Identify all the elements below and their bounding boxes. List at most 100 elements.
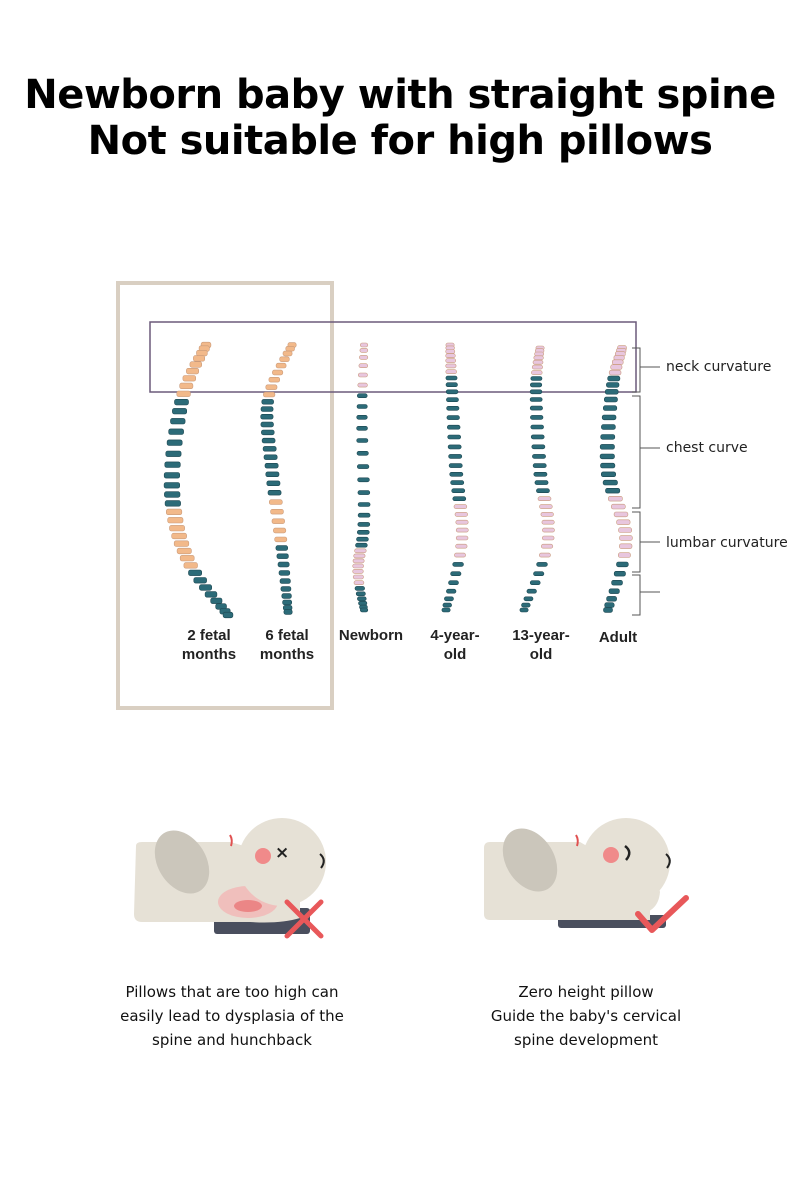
vertebra [529, 397, 543, 402]
vertebra [605, 488, 621, 494]
vertebra [170, 418, 186, 425]
vertebra [260, 406, 274, 412]
vertebra [447, 434, 462, 440]
vertebra [359, 342, 369, 348]
vertebra [455, 527, 469, 533]
vertebra [617, 552, 631, 558]
vertebra [610, 364, 623, 370]
vertebra [536, 562, 548, 567]
vertebra [278, 570, 291, 576]
vertebra [601, 414, 617, 421]
vertebra [173, 540, 190, 547]
vertebra [449, 472, 464, 477]
vertebra [453, 504, 468, 509]
vertebra [448, 580, 459, 586]
vertebra [446, 415, 460, 420]
vertebra [356, 451, 369, 456]
check-mark-icon [635, 895, 689, 933]
vertebra [357, 502, 371, 507]
caption-line: easily lead to dysplasia of the [120, 1007, 344, 1025]
vertebra [263, 454, 278, 460]
vertebra [273, 527, 287, 534]
vertebra [533, 571, 545, 577]
closed-eye [624, 845, 631, 861]
eye-x-mark: × [275, 843, 289, 863]
vertebra [519, 607, 529, 613]
stage-label-line2: months [260, 646, 314, 663]
vertebra [164, 500, 181, 507]
stage-label-line1: 13-year- [512, 627, 570, 644]
vertebra [270, 509, 284, 515]
vertebra [179, 382, 194, 389]
vertebra [538, 552, 551, 558]
vertebra [448, 454, 463, 459]
vertebra [607, 496, 623, 502]
vertebra [357, 382, 368, 388]
vertebra [164, 461, 181, 468]
vertebra [167, 517, 184, 524]
vertebra [262, 446, 277, 452]
vertebra [275, 545, 288, 551]
vertebra [164, 491, 181, 498]
vertebra [444, 596, 454, 602]
vertebra [174, 399, 189, 406]
vertebra [356, 464, 370, 469]
vertebra [541, 519, 555, 525]
vertebra [210, 597, 223, 604]
vertebra [265, 471, 280, 477]
stage-labels: 2 fetal months 6 fetal months Newborn 4-… [182, 627, 637, 663]
zero-height-pillow-illustration [484, 818, 689, 933]
vertebra [263, 391, 276, 398]
vertebra [534, 480, 549, 485]
vertebra [199, 584, 212, 591]
vertebra [603, 396, 618, 403]
ear-mark [575, 834, 579, 847]
vertebra [193, 577, 207, 584]
stage-label-line1: Adult [599, 629, 637, 646]
stage-label-line1: 6 fetal [265, 627, 308, 644]
vertebra [606, 382, 620, 388]
vertebra [610, 503, 626, 510]
vertebra [355, 591, 366, 597]
vertebra [454, 552, 466, 558]
vertebra [608, 369, 622, 376]
vertebra [271, 518, 285, 524]
vertebra [277, 561, 290, 568]
vertebra [533, 472, 548, 477]
title-line-2: Not suitable for high pillows [87, 118, 713, 164]
vertebra [604, 389, 619, 395]
vertebra [357, 512, 371, 518]
chest-curve-label: chest curve [666, 440, 748, 456]
vertebra [204, 591, 218, 598]
vertebra [600, 471, 616, 477]
vertebra [530, 415, 544, 420]
vertebra [272, 369, 284, 376]
vertebra [280, 586, 292, 592]
vertebra [532, 463, 547, 468]
vertebra [166, 439, 183, 446]
vertebra [530, 376, 543, 381]
title-line-1: Newborn baby with straight spine [24, 72, 776, 118]
vertebra [171, 532, 187, 540]
spine-development-diagram: neck curvature chest curve lumbar curvat… [116, 281, 788, 710]
vertebra [356, 415, 368, 420]
vertebra [602, 405, 618, 411]
curvature-brackets [632, 347, 660, 616]
vertebra [445, 389, 459, 395]
spine-2 [260, 342, 297, 615]
vertebra [166, 508, 183, 516]
vertebra [607, 375, 621, 382]
vertebra [356, 393, 368, 398]
vertebra [441, 607, 451, 613]
vertebra [268, 499, 283, 505]
spine-4 [441, 342, 469, 613]
vertebra [599, 444, 615, 450]
vertebra [529, 382, 543, 388]
vertebra [619, 543, 633, 549]
vertebra [356, 426, 368, 431]
vertebra [445, 358, 457, 363]
vertebra [357, 490, 371, 495]
vertebra [531, 370, 543, 375]
vertebra [529, 580, 541, 586]
vertebra [600, 462, 616, 469]
